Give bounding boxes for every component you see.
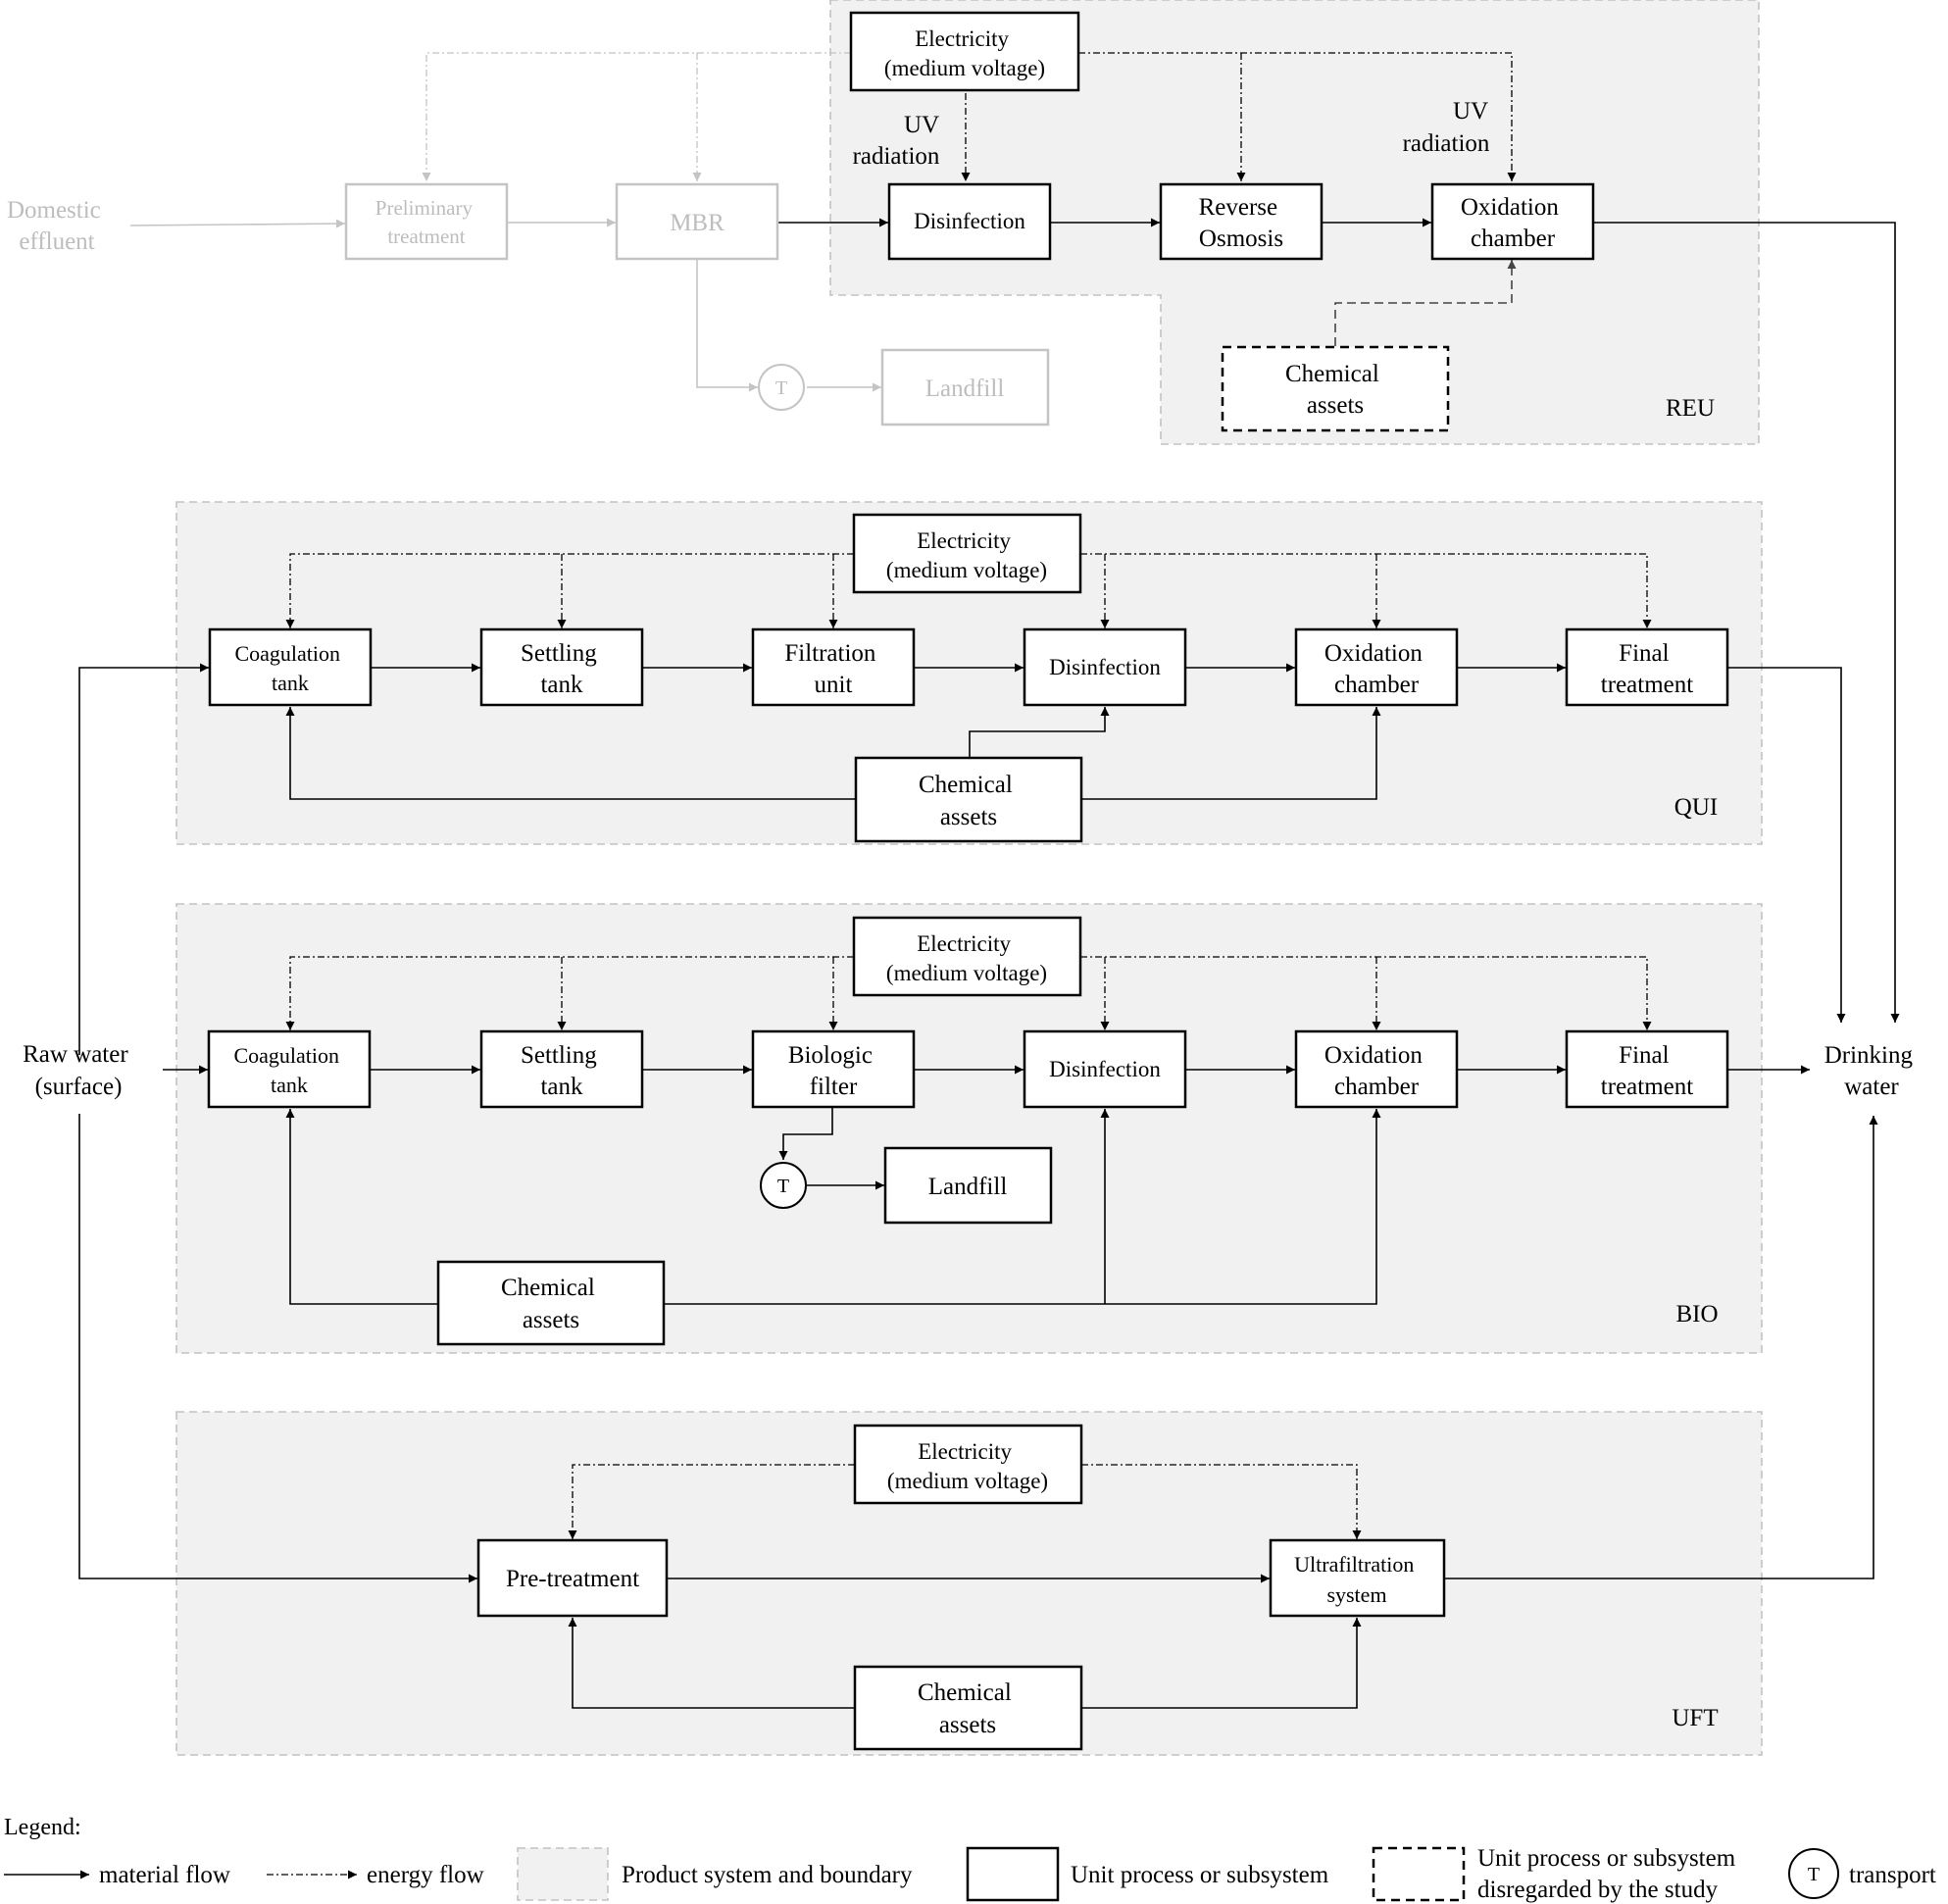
qui-coagulation-tank-label: Coagulation tank	[234, 641, 345, 695]
bio-final-treatment-box: Final treatment	[1565, 1029, 1729, 1109]
bio-disinfection-label: Disinfection	[1049, 1057, 1161, 1081]
qui-chemical-assets-box: Chemical assets	[854, 756, 1083, 843]
uft-chemical-assets-box: Chemical assets	[853, 1665, 1083, 1751]
qui-final-treatment-label: Final treatment	[1601, 640, 1693, 698]
legend: Legend: material flow energy flow Produc…	[4, 1815, 1936, 1903]
drinking-water-label: Drinking water	[1824, 1042, 1920, 1100]
uft-pre-treatment-box: Pre-treatment	[476, 1538, 669, 1618]
reu-electricity-box: Electricity (medium voltage)	[849, 11, 1080, 92]
legend-product-system-swatch	[517, 1847, 609, 1901]
qui-coagulation-tank-box: Coagulation tank	[208, 627, 373, 707]
reu-landfill-label: Landfill	[925, 376, 1005, 402]
uft-system-label: UFT	[1672, 1705, 1718, 1731]
uft-ultrafiltration-system-box: Ultrafiltration system	[1269, 1538, 1446, 1618]
qui-filtration-unit-box: Filtration unit	[751, 627, 916, 707]
reu-system-label: REU	[1666, 395, 1715, 422]
bio-coagulation-tank-box: Coagulation tank	[207, 1029, 372, 1109]
bio-flows	[163, 956, 1810, 1305]
qui-oxidation-chamber-label: Oxidation chamber	[1324, 640, 1428, 698]
uft-chemical-assets-label: Chemical assets	[918, 1679, 1018, 1738]
qui-filtration-unit-label: Filtration unit	[784, 640, 881, 698]
qui-oxidation-chamber-box: Oxidation chamber	[1294, 627, 1459, 707]
reu-mbr-box: MBR	[615, 182, 779, 261]
reu-reverse-osmosis-box: Reverse Osmosis	[1159, 182, 1324, 261]
bio-system-label: BIO	[1675, 1301, 1718, 1328]
legend-transport-label: transport	[1849, 1862, 1936, 1888]
legend-disregarded-label: Unit process or subsystem disregarded by…	[1477, 1845, 1741, 1903]
legend-energy-flow-label: energy flow	[367, 1862, 484, 1888]
legend-unit-process-swatch	[966, 1846, 1060, 1902]
reu-chemical-assets-label: Chemical assets	[1285, 361, 1385, 419]
reu-disinfection-box: Disinfection	[887, 182, 1052, 261]
reu-uv-radiation-label-1: UV radiation	[853, 112, 945, 170]
reu-chemical-assets-box: Chemical assets	[1221, 345, 1450, 432]
uft-electricity-box: Electricity (medium voltage)	[853, 1424, 1083, 1505]
legend-transport-symbol-label: T	[1808, 1864, 1820, 1885]
qui-system-label: QUI	[1674, 794, 1718, 821]
uft-ultrafiltration-system-label: Ultrafiltration system	[1294, 1552, 1420, 1607]
bio-settling-tank-box: Settling tank	[479, 1029, 644, 1109]
bio-biologic-filter-label: Biologic filter	[788, 1042, 878, 1100]
reu-oxidation-chamber-label: Oxidation chamber	[1461, 194, 1565, 252]
qui-settling-tank-box: Settling tank	[479, 627, 644, 707]
bio-electricity-label: Electricity (medium voltage)	[886, 931, 1047, 985]
qui-disinfection-box: Disinfection	[1023, 627, 1187, 707]
uft-flows	[78, 1114, 1878, 1709]
reu-transport-label: T	[775, 377, 787, 399]
reu-electricity-label: Electricity (medium voltage)	[884, 26, 1045, 80]
bio-biologic-filter-box: Biologic filter	[751, 1029, 916, 1109]
bio-landfill-label: Landfill	[928, 1174, 1008, 1200]
bio-chemical-assets-label: Chemical assets	[501, 1275, 601, 1333]
reu-uv-radiation-label-2: UV radiation	[1403, 98, 1494, 157]
reu-preliminary-treatment-label: Preliminary treatment	[375, 196, 477, 248]
bio-landfill-box: Landfill	[883, 1146, 1053, 1225]
domestic-effluent-label: Domestic effluent	[7, 197, 107, 255]
uft-electricity-label: Electricity (medium voltage)	[887, 1439, 1048, 1493]
qui-settling-tank-label: Settling tank	[521, 640, 603, 698]
legend-title: Legend:	[4, 1815, 81, 1840]
bio-chemical-assets-box: Chemical assets	[436, 1260, 666, 1346]
legend-transport-symbol	[1788, 1848, 1839, 1899]
legend-product-system-label: Product system and boundary	[622, 1862, 913, 1888]
bio-disinfection-box: Disinfection	[1023, 1029, 1187, 1109]
qui-electricity-box: Electricity (medium voltage)	[852, 513, 1082, 594]
bio-transport-symbol: T	[760, 1162, 807, 1209]
bio-settling-tank-label: Settling tank	[521, 1042, 603, 1100]
reu-mbr-label: MBR	[670, 210, 724, 236]
qui-final-treatment-box: Final treatment	[1565, 627, 1729, 707]
qui-electricity-label: Electricity (medium voltage)	[886, 528, 1047, 582]
reu-oxidation-chamber-box: Oxidation chamber	[1430, 182, 1595, 261]
reu-flows	[129, 52, 1900, 1023]
bio-coagulation-tank-label: Coagulation tank	[233, 1043, 344, 1097]
qui-chemical-assets-label: Chemical assets	[919, 772, 1019, 830]
bio-final-treatment-label: Final treatment	[1601, 1042, 1693, 1100]
reu-reverse-osmosis-label: Reverse Osmosis	[1199, 194, 1284, 252]
bio-oxidation-chamber-box: Oxidation chamber	[1294, 1029, 1459, 1109]
reu-transport-symbol: T	[758, 364, 805, 411]
reu-landfill-box: Landfill	[880, 348, 1050, 426]
legend-material-flow-label: material flow	[99, 1862, 230, 1888]
qui-flows	[78, 553, 1846, 1055]
reu-preliminary-treatment-box: Preliminary treatment	[344, 182, 509, 261]
reu-disinfection-label: Disinfection	[914, 209, 1025, 233]
bio-transport-label: T	[777, 1176, 789, 1197]
bio-oxidation-chamber-label: Oxidation chamber	[1324, 1042, 1428, 1100]
legend-unit-process-label: Unit process or subsystem	[1071, 1862, 1329, 1888]
uft-pre-treatment-label: Pre-treatment	[506, 1566, 639, 1592]
qui-disinfection-label: Disinfection	[1049, 655, 1161, 679]
legend-disregarded-swatch	[1372, 1846, 1466, 1902]
raw-water-label: Raw water (surface)	[23, 1041, 134, 1100]
bio-electricity-box: Electricity (medium voltage)	[852, 916, 1082, 997]
